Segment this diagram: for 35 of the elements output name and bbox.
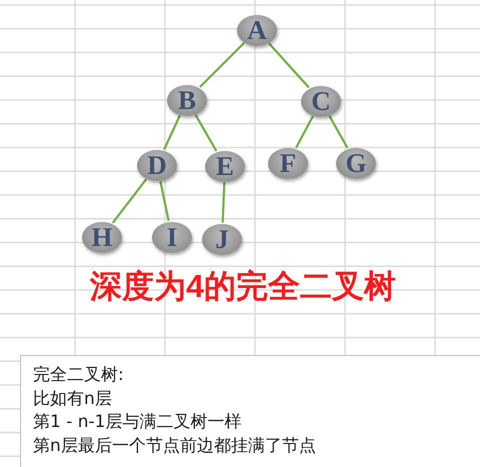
node-letter: H bbox=[91, 222, 112, 252]
node-letter: I bbox=[166, 222, 178, 252]
connector-line bbox=[159, 181, 170, 221]
tree-node-ellipse bbox=[336, 148, 376, 178]
node-letter: B bbox=[178, 86, 196, 114]
tree-node-ellipse bbox=[82, 222, 122, 252]
node-letter: J bbox=[215, 224, 229, 254]
note-text: 第n层最后一个节点前边都挂满了节点 bbox=[33, 434, 316, 458]
node-letter: E bbox=[216, 152, 234, 180]
node-letter: G bbox=[345, 148, 366, 178]
connector-line bbox=[328, 116, 348, 148]
tree-node-ellipse bbox=[237, 14, 277, 46]
connector-line bbox=[199, 42, 245, 88]
tree-node-ellipse bbox=[205, 150, 245, 182]
note-box bbox=[20, 355, 480, 467]
tree-node-ellipse bbox=[268, 148, 308, 178]
diagram-title: 深度为4的完全二叉树 bbox=[90, 268, 396, 304]
tree-node-ellipse bbox=[167, 84, 207, 116]
node-letter: D bbox=[147, 150, 167, 180]
note-heading: 完全二叉树: bbox=[33, 364, 124, 387]
connector-line bbox=[112, 178, 148, 224]
connector-line bbox=[222, 182, 226, 223]
tree-node-ellipse bbox=[137, 150, 177, 180]
connector-line bbox=[163, 115, 181, 150]
connector-line bbox=[295, 116, 314, 148]
connector-line bbox=[194, 114, 218, 152]
tree-node-ellipse bbox=[202, 224, 242, 254]
node-letter: F bbox=[280, 148, 296, 178]
node-letter: A bbox=[247, 16, 267, 44]
node-letter: C bbox=[311, 86, 331, 116]
note-text: 比如有n层 bbox=[33, 388, 112, 410]
tree-node-ellipse bbox=[301, 86, 341, 116]
tree-node-ellipse bbox=[152, 222, 192, 252]
note-text: 第1 - n-1层与满二叉树一样 bbox=[33, 411, 242, 434]
connector-line bbox=[268, 42, 310, 88]
